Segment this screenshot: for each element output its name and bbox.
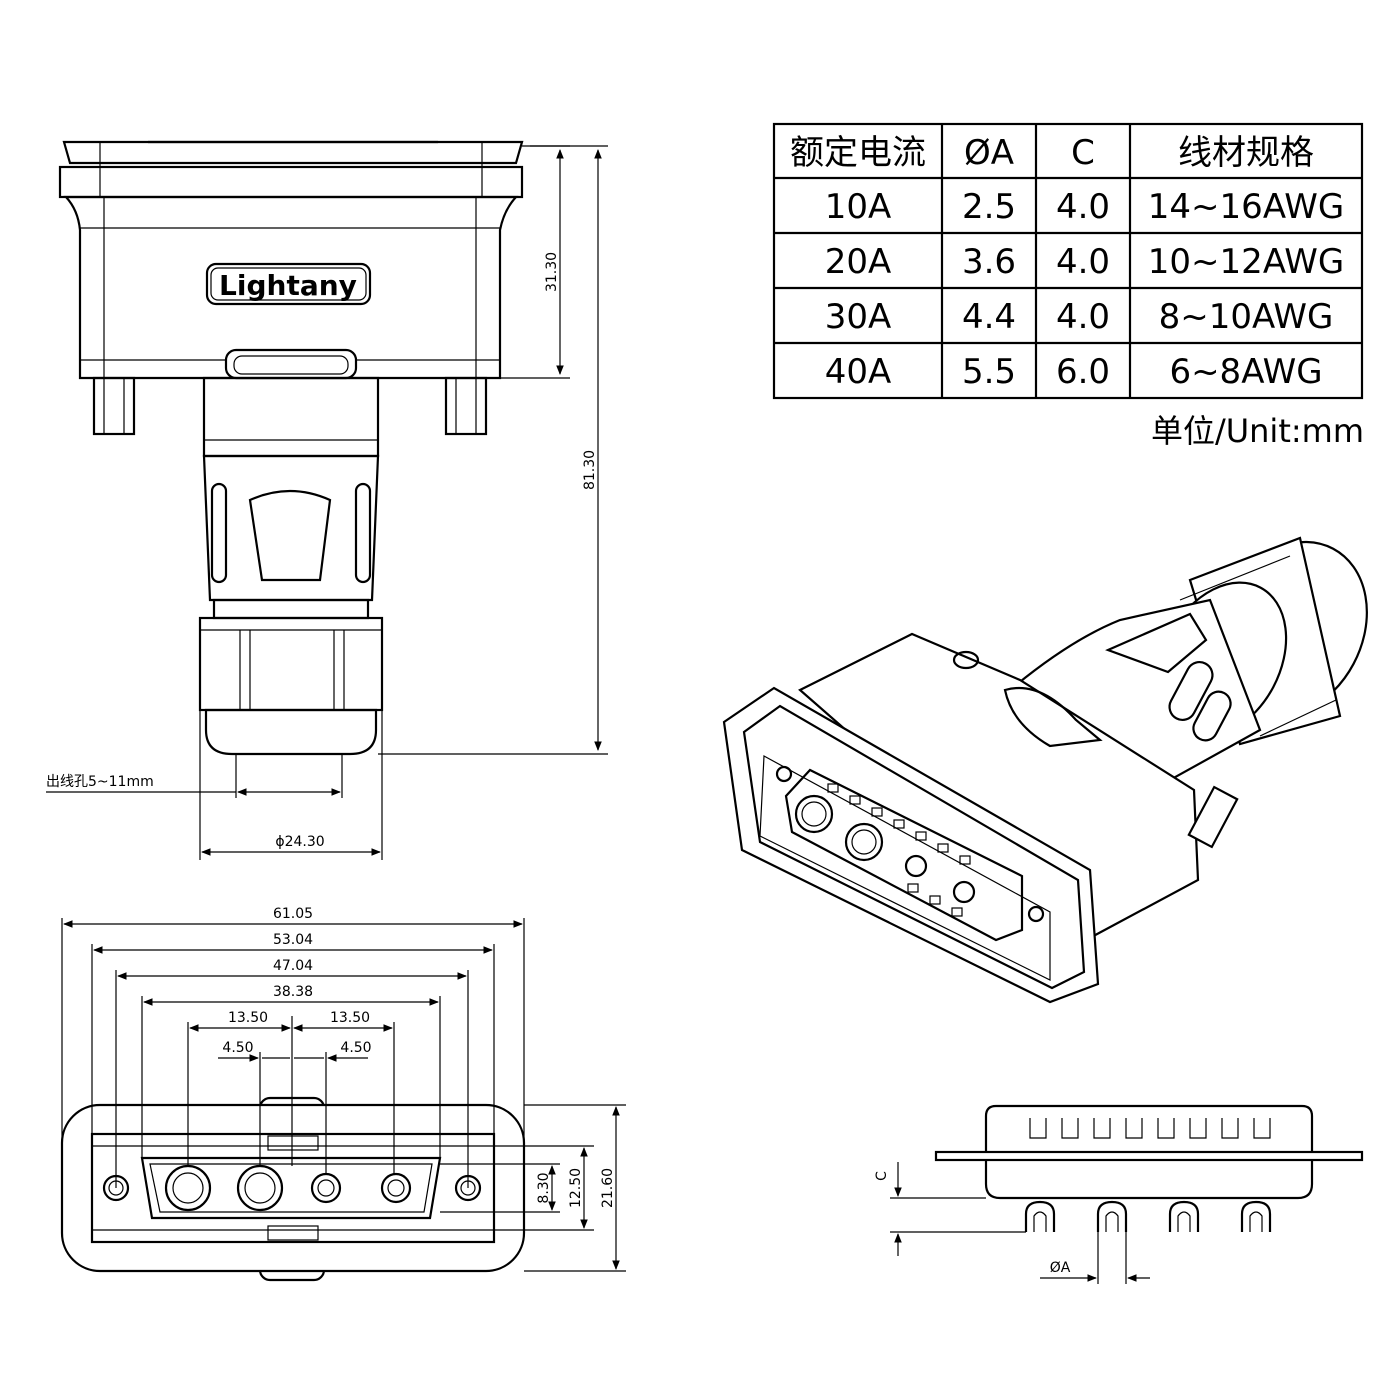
dim-shell-outer: 47.04	[273, 958, 313, 974]
table-cell: 6.0	[1056, 352, 1110, 392]
front-view-dimensions: 61.05 53.04 47.04 38.38 13.50 13.50 4.50…	[61, 906, 626, 1272]
dim-shell-height: 8.30	[536, 1172, 552, 1203]
dim-power-pitch-right: 13.50	[330, 1010, 370, 1026]
dim-screw-spacing: 53.04	[273, 932, 313, 948]
dim-nut-diameter: ϕ24.30	[275, 834, 324, 850]
dim-body-height: 31.30	[544, 252, 560, 292]
table-cell: 4.4	[962, 297, 1016, 337]
table-cell: 4.0	[1056, 187, 1110, 227]
dim-a-label: ØA	[1050, 1260, 1071, 1276]
pin-profile-dimensions: C ØA	[874, 1162, 1150, 1284]
side-view-drawing: Lightany	[58, 140, 524, 756]
dim-total-height: 81.30	[582, 450, 598, 490]
table-cell: 4.0	[1056, 297, 1110, 337]
table-header-c: C	[1071, 133, 1095, 173]
side-view-dimensions: 31.30 81.30 出线孔5~11mm ϕ24.30	[46, 145, 608, 860]
table-header-current: 额定电流	[790, 133, 926, 173]
table-cell: 6~8AWG	[1169, 352, 1322, 392]
table-cell: 20A	[825, 242, 892, 282]
dim-power-pitch-left: 13.50	[228, 1010, 268, 1026]
brand-logo	[210, 267, 367, 301]
table-cell: 40A	[825, 352, 892, 392]
table-cell: 10~12AWG	[1148, 242, 1344, 282]
table-cell: 5.5	[962, 352, 1016, 392]
table-cell: 8~10AWG	[1159, 297, 1334, 337]
table-cell: 10A	[825, 187, 892, 227]
table-cell: 4.0	[1056, 242, 1110, 282]
table-cell: 30A	[825, 297, 892, 337]
dim-offset-right: 4.50	[340, 1040, 371, 1056]
dim-c-label: C	[874, 1171, 890, 1181]
cable-hole-label: 出线孔5~11mm	[46, 774, 154, 790]
table-cell: 2.5	[962, 187, 1016, 227]
brand-logo-text: Lightany	[219, 269, 357, 302]
dim-offset-left: 4.50	[222, 1040, 253, 1056]
dim-overall-width: 61.05	[273, 906, 313, 922]
table-header-wire-gauge: 线材规格	[1178, 133, 1314, 173]
dim-overall-height: 21.60	[600, 1168, 616, 1208]
table-header-diameter: ØA	[964, 133, 1014, 173]
dim-shell-inner: 38.38	[273, 984, 313, 1000]
front-view-drawing	[60, 1096, 526, 1282]
unit-note: 单位/Unit:mm	[1151, 412, 1364, 450]
perspective-view	[722, 536, 1368, 1004]
table-cell: 3.6	[962, 242, 1016, 282]
table-cell: 14~16AWG	[1148, 187, 1344, 227]
pin-profile-view	[934, 1104, 1364, 1232]
dim-inner-height: 12.50	[568, 1168, 584, 1208]
spec-table: 额定电流 ØA C 线材规格 10A 2.5 4.0 14~16AWG 20A …	[772, 122, 1364, 400]
